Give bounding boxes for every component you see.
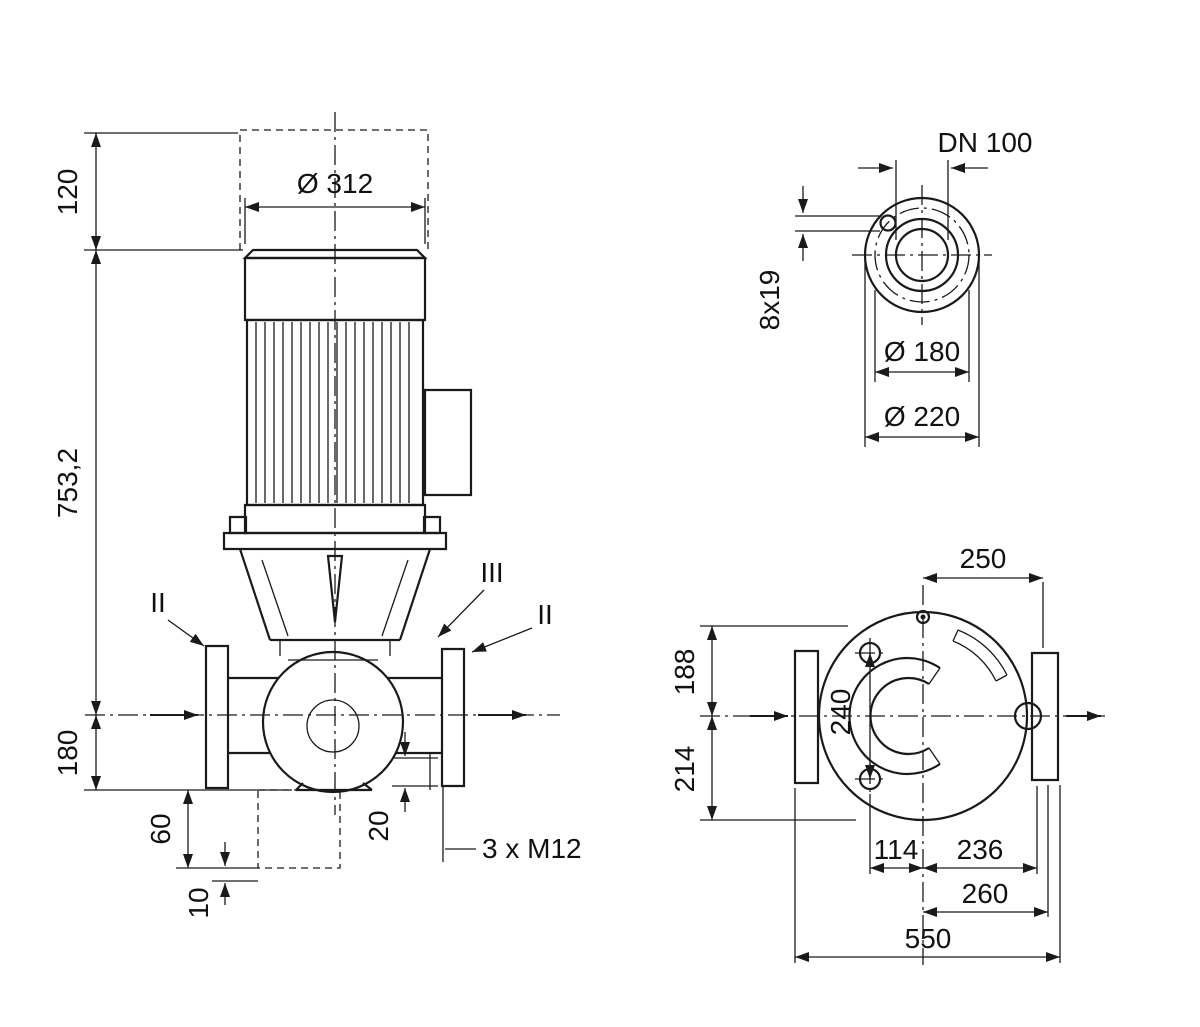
discharge-flange	[440, 647, 466, 788]
dim-label-114: 114	[874, 834, 919, 865]
side-view: II III II Ø 312 120 753,2 180	[52, 112, 582, 919]
dim-label-260: 260	[962, 878, 1009, 909]
dim-label-180: 180	[52, 730, 83, 777]
dim-label-outer-220: Ø 220	[884, 401, 960, 432]
dim-label-10: 10	[183, 887, 214, 918]
lantern	[238, 548, 432, 661]
dim-label-120: 120	[52, 169, 83, 216]
bolt-circle	[874, 207, 970, 303]
motor-cooling-fins	[255, 322, 410, 503]
side-view-dimensions: Ø 312 120 753,2 180 60 10 20	[52, 132, 582, 919]
dim-label-8x19: 8x19	[754, 270, 785, 331]
pump-foot	[295, 782, 373, 792]
side-view-centerlines	[85, 112, 560, 815]
motor	[222, 248, 473, 551]
section-label-II-right: II	[537, 599, 553, 630]
plan-view-dimensions: 250 188 214 240 114 236 260	[669, 543, 1061, 963]
plan-left-flange	[793, 649, 820, 785]
dim-label-dn100: DN 100	[938, 127, 1033, 158]
flange-centerlines	[852, 185, 992, 325]
dim-label-312: Ø 312	[297, 168, 373, 199]
section-labels: II III II	[150, 557, 553, 653]
dim-label-550: 550	[905, 923, 952, 954]
dashed-envelope-top	[239, 129, 429, 250]
dim-label-188: 188	[669, 649, 700, 696]
dashed-envelope-bottom	[257, 789, 341, 869]
plan-view: 250 188 214 240 114 236 260	[669, 543, 1105, 965]
section-label-II-left: II	[150, 587, 166, 618]
dim-label-214: 214	[669, 746, 700, 793]
section-label-III: III	[480, 557, 503, 588]
dim-label-236: 236	[957, 834, 1004, 865]
dim-label-240: 240	[825, 689, 856, 736]
plan-right-flange	[1030, 651, 1060, 782]
flange-view: DN 100 8x19 Ø 180 Ø 220	[754, 127, 1032, 447]
vent-plug	[915, 609, 931, 625]
plan-centerlines	[700, 585, 1105, 965]
terminal-box	[423, 388, 473, 497]
slot-arc	[952, 629, 1008, 682]
flange-dimensions: DN 100 8x19 Ø 180 Ø 220	[754, 127, 1032, 447]
dim-label-60: 60	[145, 813, 176, 844]
dim-label-753-2: 753,2	[52, 448, 83, 518]
pump-volute-side	[204, 644, 466, 862]
suction-flange	[204, 644, 230, 790]
dim-label-bolt-circle-180: Ø 180	[884, 336, 960, 367]
dim-label-20: 20	[363, 810, 394, 841]
dim-label-3xM12: 3 x M12	[482, 833, 582, 864]
discharge-port	[1013, 701, 1043, 731]
motor-flange	[222, 531, 448, 551]
shaft-cone	[326, 554, 344, 623]
dim-label-250: 250	[960, 543, 1007, 574]
flange-circles	[863, 196, 981, 314]
